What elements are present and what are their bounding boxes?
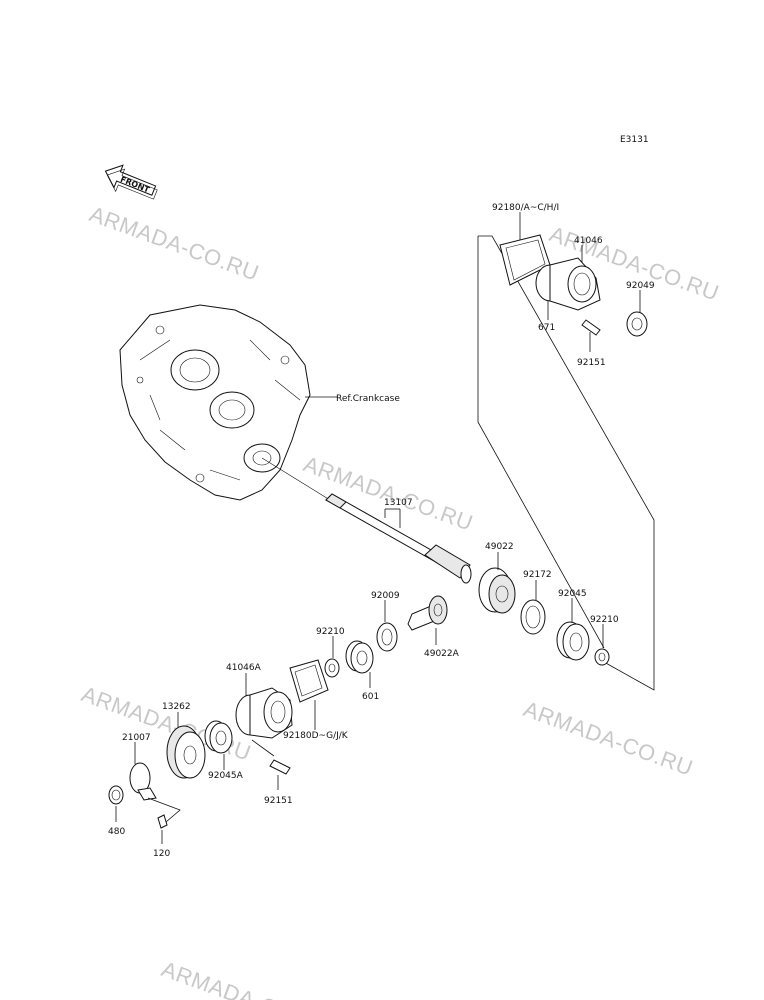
ref-crankcase-label: Ref.Crankcase: [336, 394, 400, 404]
bottom-bracket: [147, 797, 181, 823]
part-label-92210-right: 92210: [590, 615, 619, 625]
washer-92210-left: 92210: [316, 627, 345, 678]
part-label-92045a: 92045A: [208, 771, 244, 781]
part-label-92049: 92049: [626, 281, 655, 291]
ring-92172: 92172: [520, 570, 552, 635]
housing-41046a: 41046A: [226, 663, 293, 739]
crankcase: Ref.Crankcase: [119, 304, 400, 501]
part-label-92151-bottom: 92151: [264, 796, 293, 806]
part-label-92151-top: 92151: [577, 358, 606, 368]
assembly-bracket: [477, 235, 655, 691]
gasket-92180d: 92180D~G/J/K: [283, 659, 349, 741]
watermark: ARMADA-CO.RU: [78, 681, 254, 765]
front-arrow-icon: FRONT: [104, 164, 158, 200]
part-label-480: 480: [108, 827, 125, 837]
gear-13262: 13262: [162, 702, 206, 779]
part-label-13262: 13262: [162, 702, 191, 712]
watermark: ARMADA-CO.RU: [158, 956, 334, 1000]
watermark: ARMADA-CO.RU: [300, 451, 476, 535]
gear-49022: 49022: [478, 542, 516, 614]
bearing-92045: 92045: [556, 589, 590, 661]
gasket-bracket: [251, 739, 275, 757]
watermark: ARMADA-CO.RU: [520, 696, 696, 780]
bearing-92045a: 92045A: [204, 720, 244, 781]
watermark: ARMADA-CO.RU: [86, 201, 262, 285]
part-label-120: 120: [153, 849, 170, 859]
part-label-601: 601: [362, 692, 379, 702]
diagram-code: E3131: [620, 135, 649, 145]
housing-41046: 41046 671: [535, 236, 603, 333]
shaft-13107: 13107: [325, 493, 472, 584]
pinion-49022a: 49022A: [407, 595, 460, 659]
part-label-21007: 21007: [122, 733, 151, 743]
washer-92210-right: 92210: [590, 615, 619, 666]
part-label-92045: 92045: [558, 589, 587, 599]
bolt-120: 120: [153, 814, 170, 859]
ring-92009: 92009: [371, 591, 400, 652]
part-label-41046: 41046: [574, 236, 603, 246]
part-label-49022: 49022: [485, 542, 514, 552]
bolt-92151-bottom: 92151: [264, 759, 293, 806]
part-label-41046a: 41046A: [226, 663, 262, 673]
part-label-92172: 92172: [523, 570, 552, 580]
part-label-92210-left: 92210: [316, 627, 345, 637]
bolt-92151-top: 92151: [577, 319, 606, 368]
circlip-480: 480: [108, 785, 125, 837]
part-label-13107: 13107: [384, 498, 413, 508]
bearing-601: 601: [345, 640, 379, 702]
part-label-671: 671: [538, 323, 555, 333]
part-label-92009: 92009: [371, 591, 400, 601]
seal-92049: 92049: [626, 281, 655, 337]
part-label-92180d: 92180D~G/J/K: [283, 731, 349, 741]
part-label-49022a: 49022A: [424, 649, 460, 659]
plate-21007: 21007: [122, 733, 157, 801]
part-label-92180-aci: 92180/A~C/H/I: [492, 203, 559, 213]
